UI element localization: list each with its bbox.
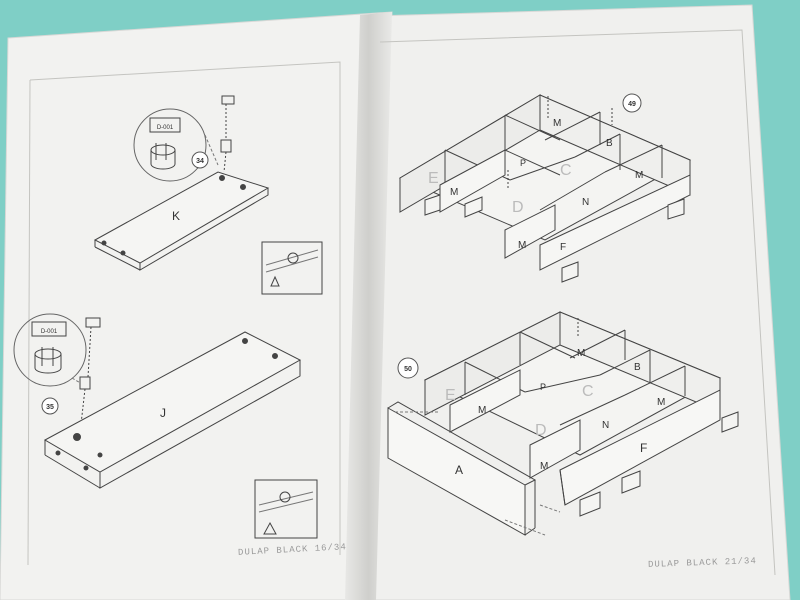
part-label: M <box>553 118 561 129</box>
fitting-detail-circle <box>133 108 207 182</box>
part-label: M <box>657 397 665 408</box>
part-label-j: J <box>160 406 166 420</box>
step-badge-50 <box>397 357 419 379</box>
part-label: F <box>560 242 566 253</box>
part-label: D <box>512 199 524 216</box>
left-page-diagrams <box>13 95 323 539</box>
gutter <box>345 12 392 600</box>
foot <box>621 470 641 494</box>
screw-icon <box>85 317 101 328</box>
part-label: P <box>520 158 526 168</box>
part-label: F <box>640 441 647 455</box>
divider-m-front <box>529 419 581 479</box>
part-label: M <box>450 187 458 198</box>
step-number-35: 35 <box>46 404 54 411</box>
warning-box-34 <box>261 241 323 295</box>
warning-box-35 <box>254 479 318 539</box>
warning-icon <box>263 521 277 535</box>
part-label: N <box>582 197 589 208</box>
part-label: E <box>445 387 456 404</box>
booklet <box>0 4 791 600</box>
foot <box>561 261 579 283</box>
right-page-frame <box>379 29 776 576</box>
step-35 <box>13 313 318 539</box>
part-label: C <box>560 162 572 179</box>
step-number-34: 34 <box>196 158 204 165</box>
part-label: E <box>428 170 439 187</box>
part-label: P <box>540 382 546 392</box>
foot <box>579 491 601 517</box>
step-badge-35 <box>41 397 59 415</box>
foot <box>667 198 685 220</box>
part-label: M <box>577 348 585 359</box>
fitting-detail-circle <box>13 313 87 387</box>
part-label: M <box>518 240 526 251</box>
part-label-k: K <box>172 209 180 223</box>
left-page <box>0 11 393 600</box>
step-34 <box>93 95 323 295</box>
part-label: C <box>582 383 594 400</box>
divider-f-front <box>539 174 691 271</box>
part-label: M <box>540 461 548 472</box>
step-badge-34 <box>191 151 209 169</box>
part-label: D <box>535 422 547 439</box>
fitting-code-box <box>31 321 67 337</box>
part-label: M <box>635 170 643 181</box>
foot <box>464 196 483 218</box>
step-50 <box>387 311 739 536</box>
labels: D-001 34 K D-001 35 J 49 E M M M M P C B… <box>41 101 666 477</box>
foot <box>424 194 441 216</box>
part-label: N <box>602 420 609 431</box>
warning-icon <box>270 275 280 287</box>
step-badge-49 <box>622 93 642 113</box>
fitting-code-box <box>149 117 181 133</box>
fitting-code-label: D-001 <box>41 329 58 335</box>
step-number-50: 50 <box>404 366 412 373</box>
part-label: B <box>606 138 613 149</box>
part-label: A <box>455 463 463 477</box>
part-label: B <box>634 362 641 373</box>
screw-icon <box>221 95 235 105</box>
left-page-frame <box>29 61 341 555</box>
fitting-code-label: D-001 <box>157 125 174 131</box>
step-49 <box>398 93 692 283</box>
right-page-diagrams <box>387 93 739 536</box>
part-label: M <box>478 405 486 416</box>
right-page <box>354 4 791 600</box>
foot <box>721 411 739 433</box>
step-number-49: 49 <box>628 101 636 108</box>
